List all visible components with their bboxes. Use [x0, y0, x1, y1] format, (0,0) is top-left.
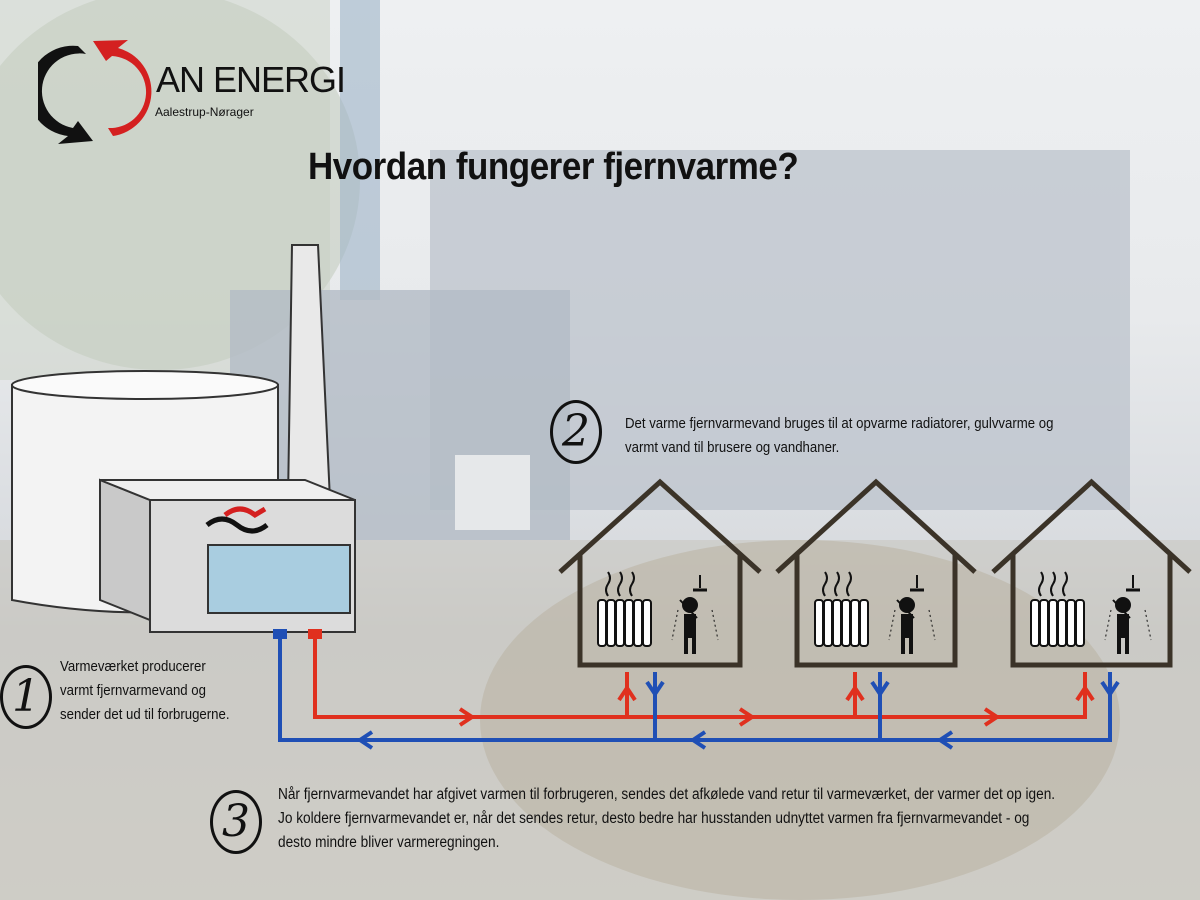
- logo-subtitle: Aalestrup-Nørager: [155, 105, 254, 119]
- step-3-number: 3: [210, 790, 262, 854]
- step-1-line: varmt fjernvarmevand og: [60, 682, 206, 699]
- shower-icon: [671, 575, 719, 654]
- step-3-text: Når fjernvarmevandet har afgivet varmen …: [278, 783, 1055, 855]
- supply-pipe: [308, 629, 1095, 727]
- shower-icon: [888, 575, 936, 654]
- step-2-line: varmt vand til brusere og vandhaner.: [625, 439, 840, 456]
- logo: AN ENERGI Aalestrup-Nørager: [38, 36, 346, 146]
- logo-brand: AN ENERGI: [156, 59, 346, 100]
- return-pipe: [273, 629, 1120, 750]
- heating-plant: [11, 244, 356, 633]
- step-1-number: 1: [0, 665, 52, 729]
- house: [775, 478, 977, 668]
- radiator-icon: [1030, 571, 1085, 647]
- step-1-text: Varmeværket producerer varmt fjernvarmev…: [60, 655, 230, 727]
- step-3-line: Når fjernvarmevandet har afgivet varmen …: [278, 786, 1056, 803]
- page-title: Hvordan fungerer fjernvarme?: [308, 146, 799, 188]
- plant-logo-icon: [205, 516, 269, 534]
- step-3-line: Jo koldere fjernvarmevandet er, når det …: [278, 810, 1030, 827]
- house: [558, 478, 762, 668]
- step-2-text: Det varme fjernvarmevand bruges til at o…: [625, 412, 1053, 460]
- shower-icon: [1104, 575, 1152, 654]
- house: [991, 478, 1192, 668]
- radiator-icon: [814, 571, 869, 647]
- step-1-line: Varmeværket producerer: [60, 658, 206, 675]
- radiator-icon: [597, 571, 652, 647]
- step-2-number: 2: [550, 400, 602, 464]
- step-3-line: desto mindre bliver varmeregningen.: [278, 834, 500, 851]
- step-2-line: Det varme fjernvarmevand bruges til at o…: [625, 415, 1054, 432]
- logo-arrows-icon: [38, 40, 152, 144]
- step-1-line: sender det ud til forbrugerne.: [60, 706, 230, 723]
